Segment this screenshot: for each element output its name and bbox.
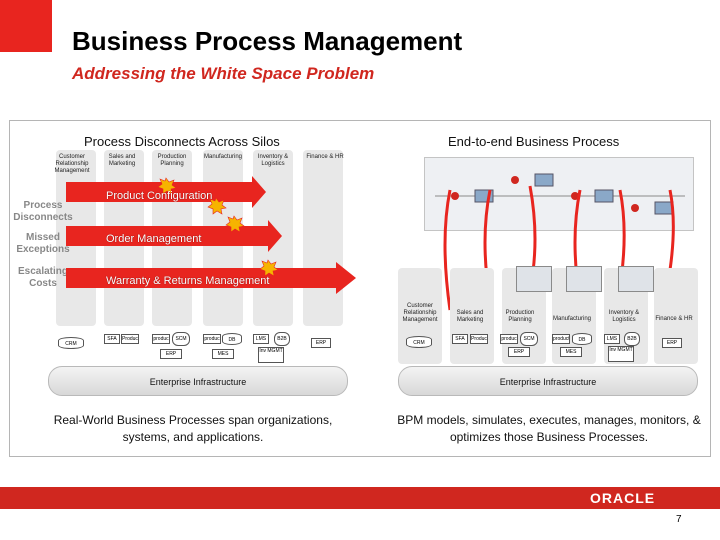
burst-icon (207, 197, 227, 215)
system-box: MES (212, 349, 234, 359)
silo-label: Production Planning (505, 310, 535, 323)
process-model-diagram (435, 173, 685, 215)
app-screen-icon (566, 266, 602, 292)
brand-square (0, 0, 52, 52)
silo-label: Customer Relationship Management (54, 154, 90, 174)
burst-icon (157, 177, 177, 195)
bpm-process-model-screenshot (424, 157, 694, 231)
issue-label: Missed Exceptions (16, 232, 70, 255)
system-box: MES (560, 347, 582, 357)
page-number: 7 (676, 514, 682, 525)
system-oval: SCM (172, 332, 190, 346)
system-box: produc (152, 334, 170, 344)
warranty-returns-arrow (66, 262, 356, 294)
silo-label: Inventory & Logistics (257, 154, 289, 167)
silo-label: Sales and Marketing (108, 154, 136, 167)
silo-label: Manufacturing (552, 316, 592, 322)
left-panel-title: Process Disconnects Across Silos (84, 134, 280, 149)
silo-column (303, 150, 343, 326)
crm-db-icon: CRM (406, 336, 432, 348)
system-box: ERP (508, 347, 530, 357)
silo-label: Sales and Marketing (456, 310, 484, 323)
system-oval: SCM (520, 332, 538, 346)
system-box: Inv MGMT (608, 346, 634, 362)
footer-bar (0, 487, 720, 509)
system-box: ERP (160, 349, 182, 359)
silo-column (654, 268, 698, 364)
silo-label: Production Planning (157, 154, 187, 167)
system-box: SFA (104, 334, 120, 344)
system-oval: B2B (624, 332, 640, 346)
burst-icon (225, 215, 245, 233)
oracle-logo: ORACLE (590, 490, 656, 506)
process-label: Order Management (106, 233, 202, 245)
right-infrastructure: Enterprise Infrastructure (398, 366, 698, 396)
system-box: Produc (121, 334, 139, 344)
silo-label: Customer Relationship Management (402, 303, 438, 323)
process-label: Warranty & Returns Management (106, 275, 270, 287)
order-management-arrow (66, 220, 282, 252)
system-oval: B2B (274, 332, 290, 346)
silo-label: Finance & HR (655, 316, 693, 322)
system-box: Produc (470, 334, 488, 344)
process-arrows (66, 176, 356, 294)
app-screen-icon (618, 266, 654, 292)
left-caption: Real-World Business Processes span organ… (53, 413, 333, 444)
silo-label: Manufacturing (203, 154, 243, 160)
system-box: LMS (253, 334, 269, 344)
silo-label: Inventory & Logistics (608, 310, 640, 323)
system-box: Inv MGMT (258, 347, 284, 363)
issue-label: Escalating Costs (17, 266, 69, 289)
system-box: produc (203, 334, 221, 344)
db-icon: DB (572, 333, 592, 345)
crm-db-icon: CRM (58, 337, 84, 349)
issue-label: Process Disconnects (13, 200, 73, 223)
right-caption: BPM models, simulates, executes, manages… (397, 413, 701, 444)
system-box: produc (500, 334, 518, 344)
burst-icon (259, 259, 279, 277)
left-infrastructure: Enterprise Infrastructure (48, 366, 348, 396)
page-title: Business Process Management (72, 26, 463, 56)
db-icon: DB (222, 333, 242, 345)
silo-column (450, 268, 494, 364)
system-box: product (552, 334, 570, 344)
system-box: SFA (452, 334, 468, 344)
system-box: ERP (311, 338, 331, 348)
system-box: LMS (604, 334, 620, 344)
connector-arrow (443, 189, 452, 311)
app-screen-icon (516, 266, 552, 292)
silo-label: Finance & HR (306, 154, 344, 160)
page-subtitle: Addressing the White Space Problem (72, 64, 375, 83)
right-panel-title: End-to-end Business Process (448, 134, 620, 149)
system-box: ERP (662, 338, 682, 348)
process-label: Product Configuration (106, 190, 213, 202)
